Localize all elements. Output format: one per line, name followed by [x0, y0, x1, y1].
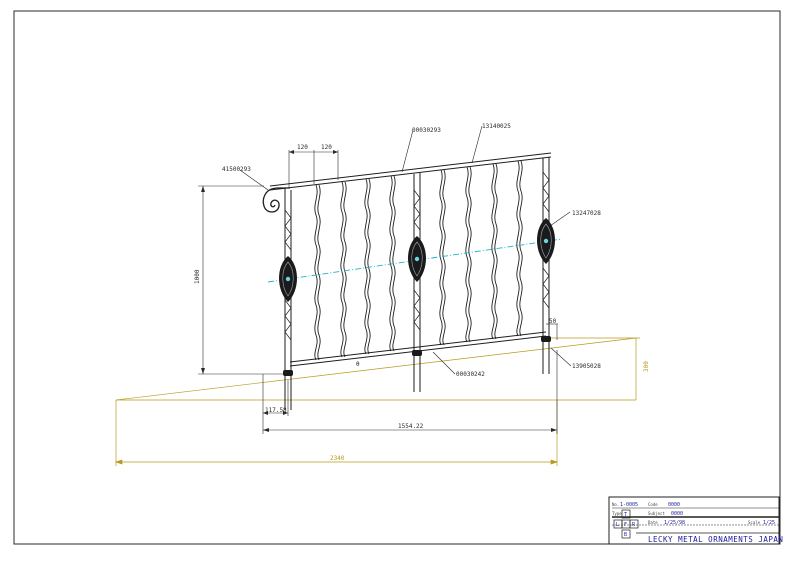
title-block-no-key: No. [612, 502, 619, 507]
title-block-company: LECKY METAL ORNAMENTS JAPAN [648, 535, 783, 544]
part-label-top-rail-cap: 13140025 [482, 123, 511, 130]
title-block-view-l: L [616, 522, 619, 528]
title-block-date-key: Date [648, 520, 658, 525]
wavy-balusters [314, 160, 523, 361]
title-block-type-code: T [624, 512, 627, 518]
post-ornament-middle [408, 236, 426, 282]
spacing-dimension-a: 120 [297, 144, 308, 151]
title-block-view-b: B [624, 532, 627, 538]
post-span-dimension: 1554.22 [398, 423, 424, 430]
part-label-right-ornament: 13247028 [572, 210, 601, 217]
title-block-subject-key: Subject [648, 511, 665, 516]
post-ornament-right [537, 218, 555, 264]
title-block-view-f: F [624, 522, 627, 528]
title-block-scale: 1/25 [763, 520, 775, 526]
spacing-dimension-b: 120 [321, 144, 332, 151]
title-block-code: 0000 [668, 502, 680, 508]
sheet-border [13, 10, 781, 545]
title-block-subject: 0000 [671, 511, 683, 517]
title-block-drawing-no: 1-0005 [620, 502, 638, 508]
title-block-code-key: Code [648, 502, 658, 507]
overall-length-dimension: 2340 [330, 455, 345, 462]
part-label-end-scroll: 41500293 [222, 166, 251, 173]
part-label-bottom-rail: 00030242 [456, 371, 485, 378]
ground-offset-dimension: 117.58 [265, 407, 287, 414]
part-label-top-rail: 00030293 [412, 127, 441, 134]
dimension-lines [198, 125, 572, 434]
part-label-foot: 13905028 [572, 363, 601, 370]
title-block-type-key: Type [612, 511, 622, 516]
height-dimension: 1000 [194, 269, 201, 284]
title-block-scale-key: Scale [748, 520, 761, 525]
dimension-arrows [201, 150, 557, 432]
slope-rise-dimension: 300 [643, 361, 650, 372]
angle-mark: θ [356, 361, 360, 368]
bottom-offset-dimension: 50 [549, 318, 557, 325]
title-block [608, 496, 780, 545]
post-feet [283, 336, 551, 376]
title-block-date: 1/25/98 [664, 520, 685, 526]
post-ornament-left [279, 256, 297, 302]
title-block-view-r: R [632, 522, 636, 528]
railing [262, 152, 552, 410]
